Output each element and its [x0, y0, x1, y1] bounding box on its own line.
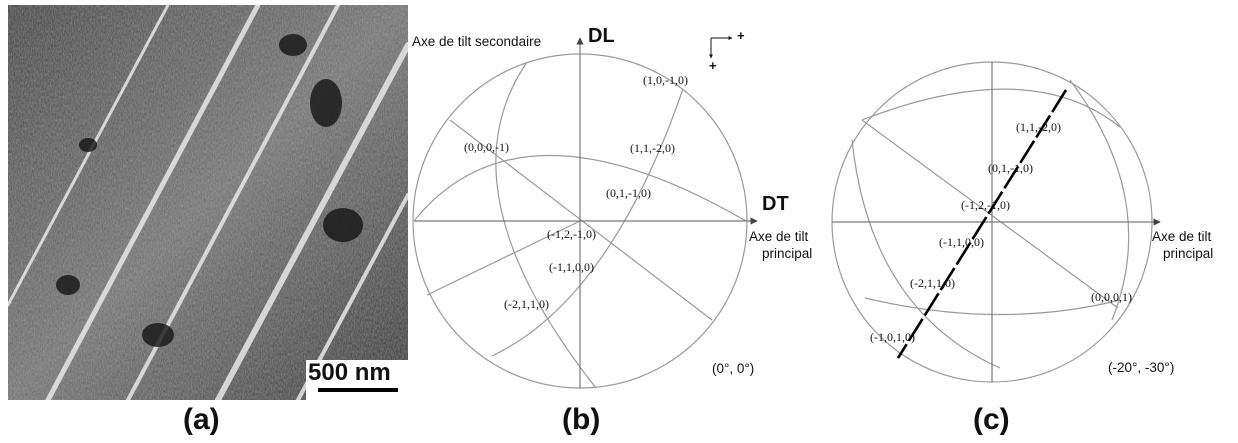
principal-axis-label-2: principal	[1163, 246, 1213, 261]
pole-label: (-1,0,1,0)	[870, 330, 915, 344]
great-circle-4	[449, 119, 713, 321]
great-circle-5	[864, 297, 1121, 316]
panel-a-label: (a)	[183, 403, 220, 436]
axis-dl-label: DL	[588, 25, 615, 47]
principal-axis-label-1: Axe de tilt	[1152, 229, 1212, 244]
panel-b-label: (b)	[562, 403, 601, 436]
pole-label: (0,0,0,1)	[1091, 290, 1132, 304]
great-circle-3	[491, 88, 684, 357]
stereogram-c: Axe de tilt principal (-20°, -30°) (1,1,…	[831, 61, 1213, 383]
scale-bar-label: 500 nm	[308, 359, 391, 386]
great-circle-2	[861, 119, 1119, 309]
great-circle-5	[426, 220, 581, 296]
great-circle-3	[851, 139, 1001, 369]
stereogram-b: DL DT Axe de tilt secondaire Axe de tilt…	[412, 25, 812, 389]
pole-label: (1,1,-2,0)	[630, 141, 675, 155]
principal-axis-label-1: Axe de tilt	[749, 229, 809, 244]
great-circle-1	[495, 61, 597, 389]
angles-label: (-20°, -30°)	[1108, 360, 1174, 375]
principal-axis-label-2: principal	[762, 246, 812, 261]
pole-label: (0,1,-1,0)	[606, 186, 651, 200]
tem-micrograph	[8, 5, 408, 400]
angles-label: (0°, 0°)	[712, 361, 754, 376]
pole-label: (-1,2,-1,0)	[547, 227, 596, 241]
dark-precipitates	[56, 34, 363, 347]
sign-plus-h: +	[737, 28, 745, 43]
pole-label: (-1,2,-1,0)	[961, 198, 1010, 212]
pole-label: (-2,1,1,0)	[910, 276, 955, 290]
panel-c-label: (c)	[973, 403, 1010, 436]
pole-label: (0,1,-1,0)	[988, 161, 1033, 175]
great-circle-2	[413, 154, 747, 222]
great-circle-4	[1069, 79, 1130, 321]
axis-dt-label: DT	[762, 193, 789, 215]
great-circle-1	[861, 88, 1121, 128]
pole-label: (1,1,-2,0)	[1016, 120, 1061, 134]
secondary-axis-label: Axe de tilt secondaire	[412, 34, 541, 49]
trace-line	[896, 89, 1068, 359]
pole-label: (1,0,-1,0)	[643, 73, 688, 87]
sign-plus-v: +	[709, 58, 717, 73]
pole-label: (-1,1,0,0)	[939, 235, 984, 249]
pole-label: (-2,1,1,0)	[504, 297, 549, 311]
pole-label: (0,0,0,-1)	[464, 140, 509, 154]
pole-label: (-1,1,0,0)	[549, 260, 594, 274]
